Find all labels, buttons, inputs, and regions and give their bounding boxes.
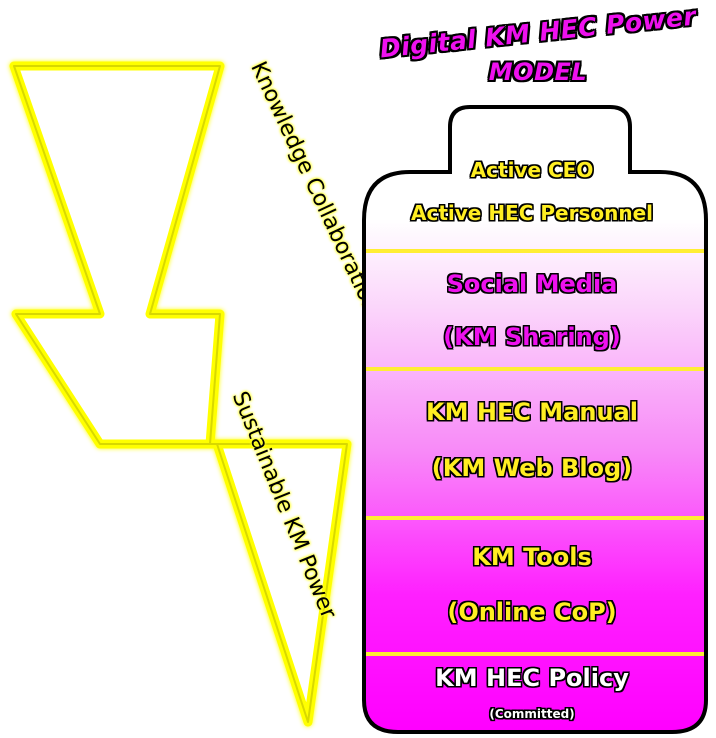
- km-tools-label: KM Tools: [472, 543, 592, 571]
- social-media-label: Social Media: [446, 270, 618, 298]
- committed-label: (Committed): [489, 707, 575, 721]
- active-hec-personnel-label: Active HEC Personnel: [411, 201, 653, 225]
- km-hec-manual-label: KM HEC Manual: [426, 398, 638, 426]
- battery-body: [362, 105, 708, 734]
- active-ceo-label: Active CEO: [470, 158, 594, 182]
- km-hec-policy-label: KM HEC Policy: [435, 664, 629, 692]
- km-web-blog-label: (KM Web Blog): [431, 454, 633, 482]
- diagram-title-line2: MODEL: [488, 58, 588, 86]
- km-sharing-label: (KM Sharing): [443, 323, 621, 351]
- online-cop-label: (Online CoP): [447, 598, 617, 626]
